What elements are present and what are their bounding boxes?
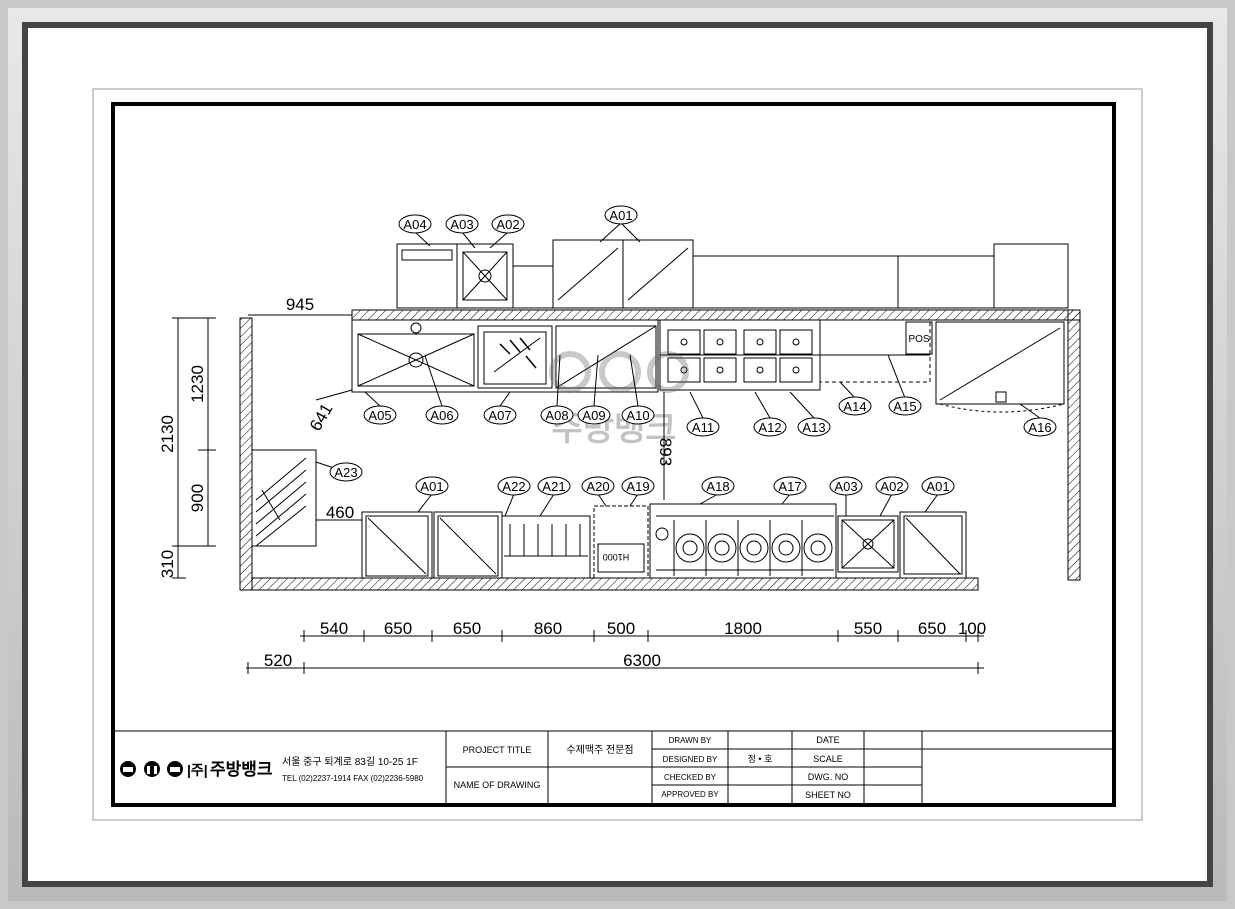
walls (239, 309, 1081, 591)
tag-a12: A12 (758, 420, 781, 435)
dim-2130: 2130 (158, 415, 177, 453)
sheet-no-label: SHEET NO (805, 790, 851, 800)
drawn-by-label: DRAWN BY (669, 736, 712, 745)
dim-650-c: 650 (918, 619, 946, 638)
name-of-drawing-label: NAME OF DRAWING (454, 780, 541, 790)
drawing-border (111, 102, 1116, 807)
dim-945: 945 (286, 295, 314, 314)
dim-860: 860 (534, 619, 562, 638)
dwg-no-label: DWG. NO (808, 772, 849, 782)
tag-a06: A06 (430, 408, 453, 423)
tag-a16: A16 (1028, 420, 1051, 435)
dim-460: 460 (326, 503, 354, 522)
tag-a08: A08 (545, 408, 568, 423)
dimension-texts: 945 2130 1230 900 310 641 460 893 540 65… (158, 295, 986, 670)
tag-a13: A13 (802, 420, 825, 435)
scale-label: SCALE (813, 754, 843, 764)
dim-900: 900 (188, 484, 207, 512)
tag-a05: A05 (368, 408, 391, 423)
dim-650-a: 650 (384, 619, 412, 638)
dim-1230: 1230 (188, 365, 207, 403)
dim-650-b: 650 (453, 619, 481, 638)
dim-500: 500 (607, 619, 635, 638)
tag-a10: A10 (626, 408, 649, 423)
tag-a02: A02 (496, 217, 519, 232)
project-title-value: 수제맥주 전문점 (566, 744, 633, 756)
dim-6300: 6300 (623, 651, 661, 670)
tag-a01: A01 (609, 208, 632, 223)
tag-a17: A17 (778, 479, 801, 494)
equipment-tags: A04 A03 A02 A01 A05 A06 A07 A08 A09 A10 … (329, 205, 1057, 496)
tag-a03-front: A03 (834, 479, 857, 494)
tag-a03: A03 (450, 217, 473, 232)
designed-by-label: DESIGNED BY (663, 755, 718, 764)
leader-lines (315, 222, 1041, 517)
approved-by-label: APPROVED BY (661, 790, 719, 799)
tag-a04: A04 (403, 217, 426, 232)
tag-a01-right: A01 (926, 479, 949, 494)
dim-893: 893 (656, 438, 675, 466)
h1000-label: H1000 (603, 552, 630, 562)
tag-a18: A18 (706, 479, 729, 494)
tag-a14: A14 (843, 399, 866, 414)
company-contact: TEL (02)2237-1914 FAX (02)2236-5980 (282, 774, 424, 783)
dim-310: 310 (158, 550, 177, 578)
tag-a19: A19 (626, 479, 649, 494)
dim-1800: 1800 (724, 619, 762, 638)
tag-a21: A21 (542, 479, 565, 494)
back-row-equipment (351, 239, 1069, 413)
pos-label: POS (908, 334, 929, 345)
designed-by-value: 정 • 호 (748, 754, 773, 764)
tag-a11: A11 (692, 420, 714, 435)
checked-by-label: CHECKED BY (664, 773, 717, 782)
tag-a20: A20 (586, 479, 609, 494)
company-prefix: |주| (187, 762, 208, 778)
front-row-equipment (361, 503, 967, 579)
dim-550: 550 (854, 619, 882, 638)
tag-a07: A07 (488, 408, 511, 423)
company-name: 주방뱅크 (210, 760, 273, 779)
tag-a09: A09 (582, 408, 605, 423)
tag-a15: A15 (893, 399, 916, 414)
dim-540: 540 (320, 619, 348, 638)
company-address: 서울 중구 퇴계로 83길 10-25 1F (282, 755, 418, 768)
project-title-label: PROJECT TITLE (463, 745, 532, 755)
tag-a23: A23 (334, 465, 357, 480)
company-logo (120, 761, 183, 777)
date-label: DATE (816, 735, 839, 745)
tag-a02-front: A02 (880, 479, 903, 494)
dimension-lines (172, 314, 984, 674)
tag-a22: A22 (502, 479, 525, 494)
title-block: |주| 주방뱅크 서울 중구 퇴계로 83길 10-25 1F TEL (02)… (115, 730, 1112, 803)
tag-a01-front: A01 (420, 479, 443, 494)
dim-520: 520 (264, 651, 292, 670)
dim-100: 100 (958, 619, 986, 638)
